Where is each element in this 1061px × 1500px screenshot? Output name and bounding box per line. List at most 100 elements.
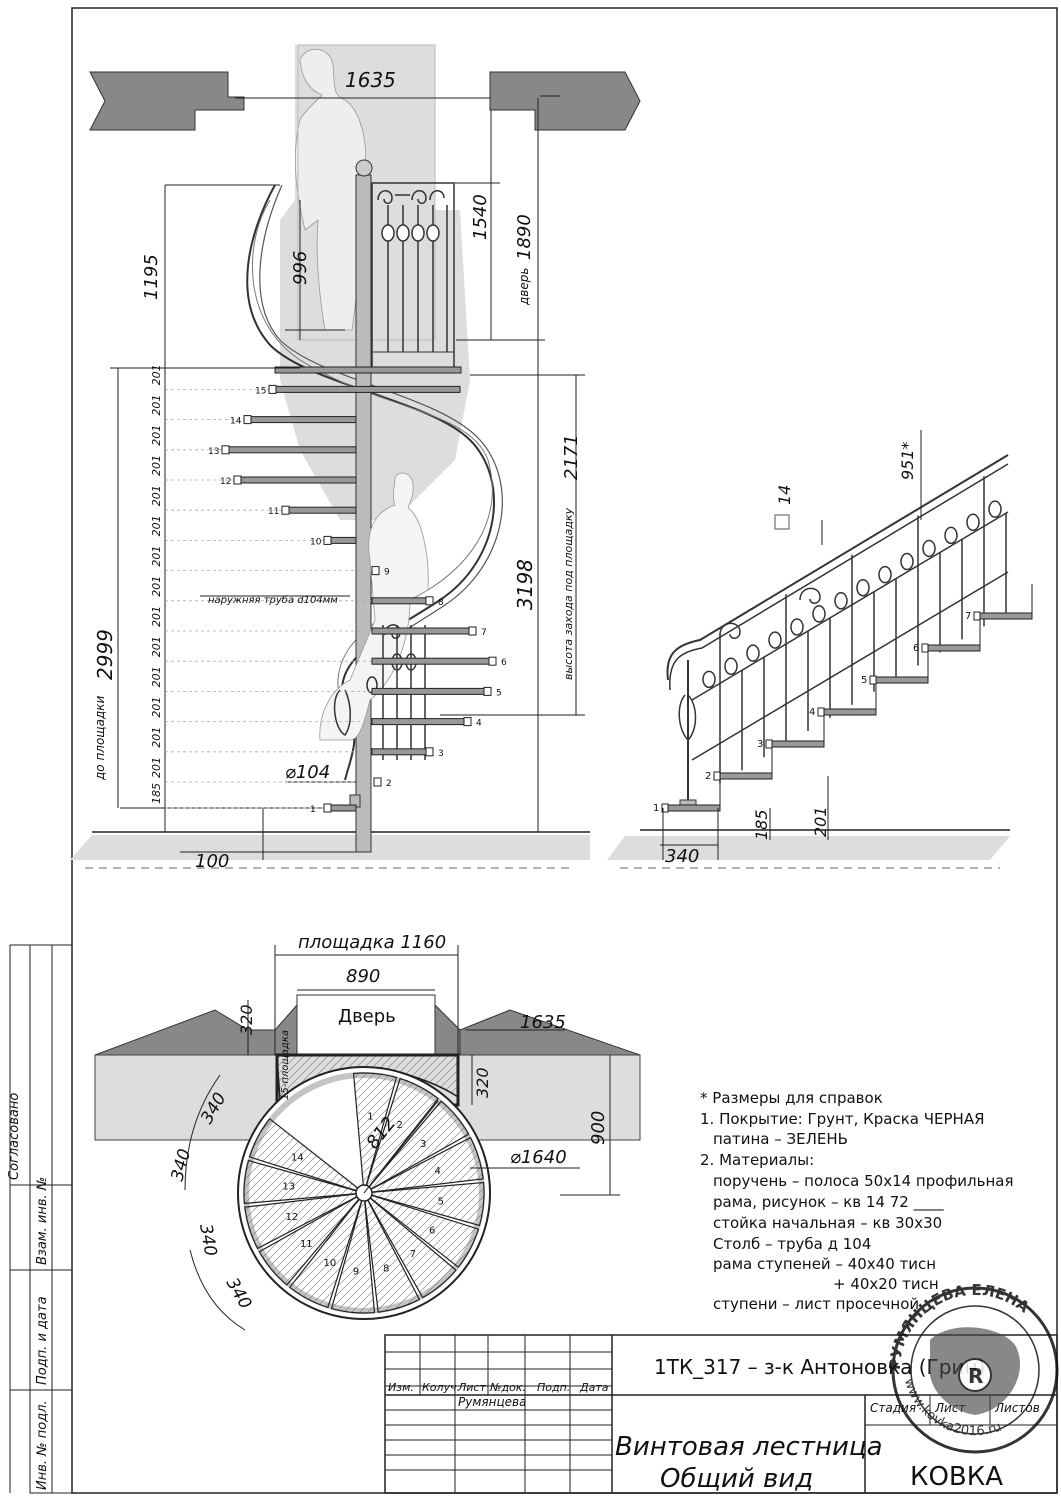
elev-riser-label: 201 xyxy=(150,757,163,778)
elev-riser-label: 201 xyxy=(150,425,163,446)
elev-tread xyxy=(371,627,476,635)
elev-tread xyxy=(287,506,357,514)
side-tread xyxy=(870,676,929,684)
elev-tread xyxy=(371,718,471,726)
elev-riser-label: 201 xyxy=(150,455,163,476)
dim-headroom: 996 xyxy=(290,251,311,285)
dim-arc-3: 340 xyxy=(195,1222,220,1257)
elev-tread xyxy=(249,416,357,424)
elev-step-number: 13 xyxy=(208,447,219,457)
elev-tread xyxy=(371,657,496,665)
inv-orig-label: Инв. № подл. xyxy=(35,1400,50,1490)
elev-tread xyxy=(329,536,357,544)
elev-tread xyxy=(371,687,491,695)
pole-cap xyxy=(355,159,373,177)
plan-sector-number: 9 xyxy=(353,1267,359,1278)
elev-step-number: 2 xyxy=(386,779,392,789)
hdr-koluch: Колуч. xyxy=(422,1381,460,1394)
landing-plate xyxy=(274,366,462,374)
side-step-number: 7 xyxy=(965,611,971,622)
dim-riser-side: 201 xyxy=(811,806,830,837)
elev-riser-label: 201 xyxy=(150,546,163,567)
elev-riser-label: 201 xyxy=(150,636,163,657)
elev-tread xyxy=(227,446,357,454)
dim-to-landing-label: до площадки xyxy=(93,695,107,781)
dim-to-landing: 2999 xyxy=(93,629,117,680)
plan-sector xyxy=(258,1192,365,1286)
elev-tread xyxy=(371,597,433,605)
notes-line-9: + 40х20 тисн xyxy=(833,1275,939,1293)
door-label-plan: Дверь xyxy=(338,1006,396,1027)
plan-sector xyxy=(363,1192,457,1299)
side-step-number: 1 xyxy=(653,803,659,814)
dim-tread: 340 xyxy=(665,846,699,867)
hdr-data: Дата xyxy=(579,1381,609,1394)
title-block: Изм. Колуч. Лист №док. Подп. Дата Румянц… xyxy=(384,1334,1058,1494)
plan-sector-number: 11 xyxy=(300,1239,313,1250)
hdr-ndok: №док. xyxy=(489,1381,526,1394)
dim-rail-height-side: 951* xyxy=(898,441,917,480)
elev-step-number: 15 xyxy=(255,386,266,396)
elev-riser-label: 201 xyxy=(150,727,163,748)
human-figure-lower xyxy=(319,472,429,741)
plan-sector-number: 12 xyxy=(285,1212,298,1223)
elev-riser-label: 201 xyxy=(150,576,163,597)
side-step-number: 5 xyxy=(861,675,867,686)
elev-riser-label: 185 xyxy=(150,783,163,804)
ceiling-slab-left xyxy=(89,71,245,131)
notes-line-8: рама ступеней – 40х40 тисн xyxy=(713,1255,936,1273)
dim-arc-4: 340 xyxy=(222,1275,256,1313)
plan-sector-number: 7 xyxy=(410,1249,416,1260)
side-tread xyxy=(974,612,1033,620)
notes-line-10: ступени – лист просечной xyxy=(713,1295,919,1313)
elev-riser-label: 201 xyxy=(150,666,163,687)
elev-step-number: 10 xyxy=(310,537,322,547)
plan-sector-number: 1 xyxy=(367,1111,373,1122)
dim-arc-2: 340 xyxy=(168,1147,196,1184)
elev-step-number: 4 xyxy=(476,719,482,729)
elev-tread xyxy=(274,385,461,393)
dim-entry-label: высота захода под площадку xyxy=(562,507,575,680)
plan-sector-number: 3 xyxy=(420,1139,426,1150)
elev-riser-label: 201 xyxy=(150,697,163,718)
elev-tread xyxy=(239,476,357,484)
elev-riser-label: 201 xyxy=(150,395,163,416)
center-pole xyxy=(355,174,372,853)
side-step-number: 3 xyxy=(757,739,763,750)
stamp-letter: R xyxy=(968,1364,983,1388)
side-step-number: 6 xyxy=(913,643,919,654)
side-step-number: 4 xyxy=(809,707,815,718)
elev-step-number: 12 xyxy=(220,477,231,487)
plan-sector-number: 6 xyxy=(429,1225,435,1236)
notes-line-5: рама, рисунок – кв 14 72 ____ xyxy=(713,1193,944,1212)
dim-base: 100 xyxy=(195,851,229,872)
elev-step-number: 7 xyxy=(481,628,487,638)
elev-step-number: 11 xyxy=(268,507,279,517)
dim-wall-offset2: 320 xyxy=(473,1067,492,1098)
elev-step-number: 1 xyxy=(310,805,316,815)
doc-name-1: Винтовая лестница xyxy=(615,1432,883,1462)
elev-step-number: 5 xyxy=(496,688,502,698)
dim-upper-rise: 1195 xyxy=(141,254,162,300)
plan-sector xyxy=(363,1077,440,1194)
elev-step-number: 9 xyxy=(384,568,390,578)
pipe-note: наружняя труба d104мм xyxy=(208,594,338,606)
side-tread xyxy=(714,772,773,780)
hdr-list: Лист xyxy=(457,1381,486,1394)
notes-line-2: патина – ЗЕЛЕНЬ xyxy=(713,1130,848,1148)
elev-step-number: 3 xyxy=(438,749,444,759)
agreed-label: Согласовано xyxy=(7,1093,22,1180)
plan-sector xyxy=(363,1192,421,1313)
side-stamp: Согласовано Взам. инв. № Подп. и дата Ин… xyxy=(7,1093,50,1490)
notes-line-6: стойка начальная – кв 30х30 xyxy=(713,1214,942,1232)
dim-diameter: ⌀1640 xyxy=(510,1147,567,1168)
elev-step-number: 8 xyxy=(438,598,444,608)
plan-sector xyxy=(248,1117,365,1194)
plan-sector xyxy=(363,1136,484,1194)
sign-date-label: Подп. и дата xyxy=(35,1296,50,1385)
dim-door-label: дверь xyxy=(517,268,531,306)
elev-riser-label: 201 xyxy=(150,364,163,385)
dim-wall-offset: 320 xyxy=(237,1004,256,1035)
elev-riser-label: 201 xyxy=(150,606,163,627)
plan-sector-number: 2 xyxy=(396,1120,402,1131)
